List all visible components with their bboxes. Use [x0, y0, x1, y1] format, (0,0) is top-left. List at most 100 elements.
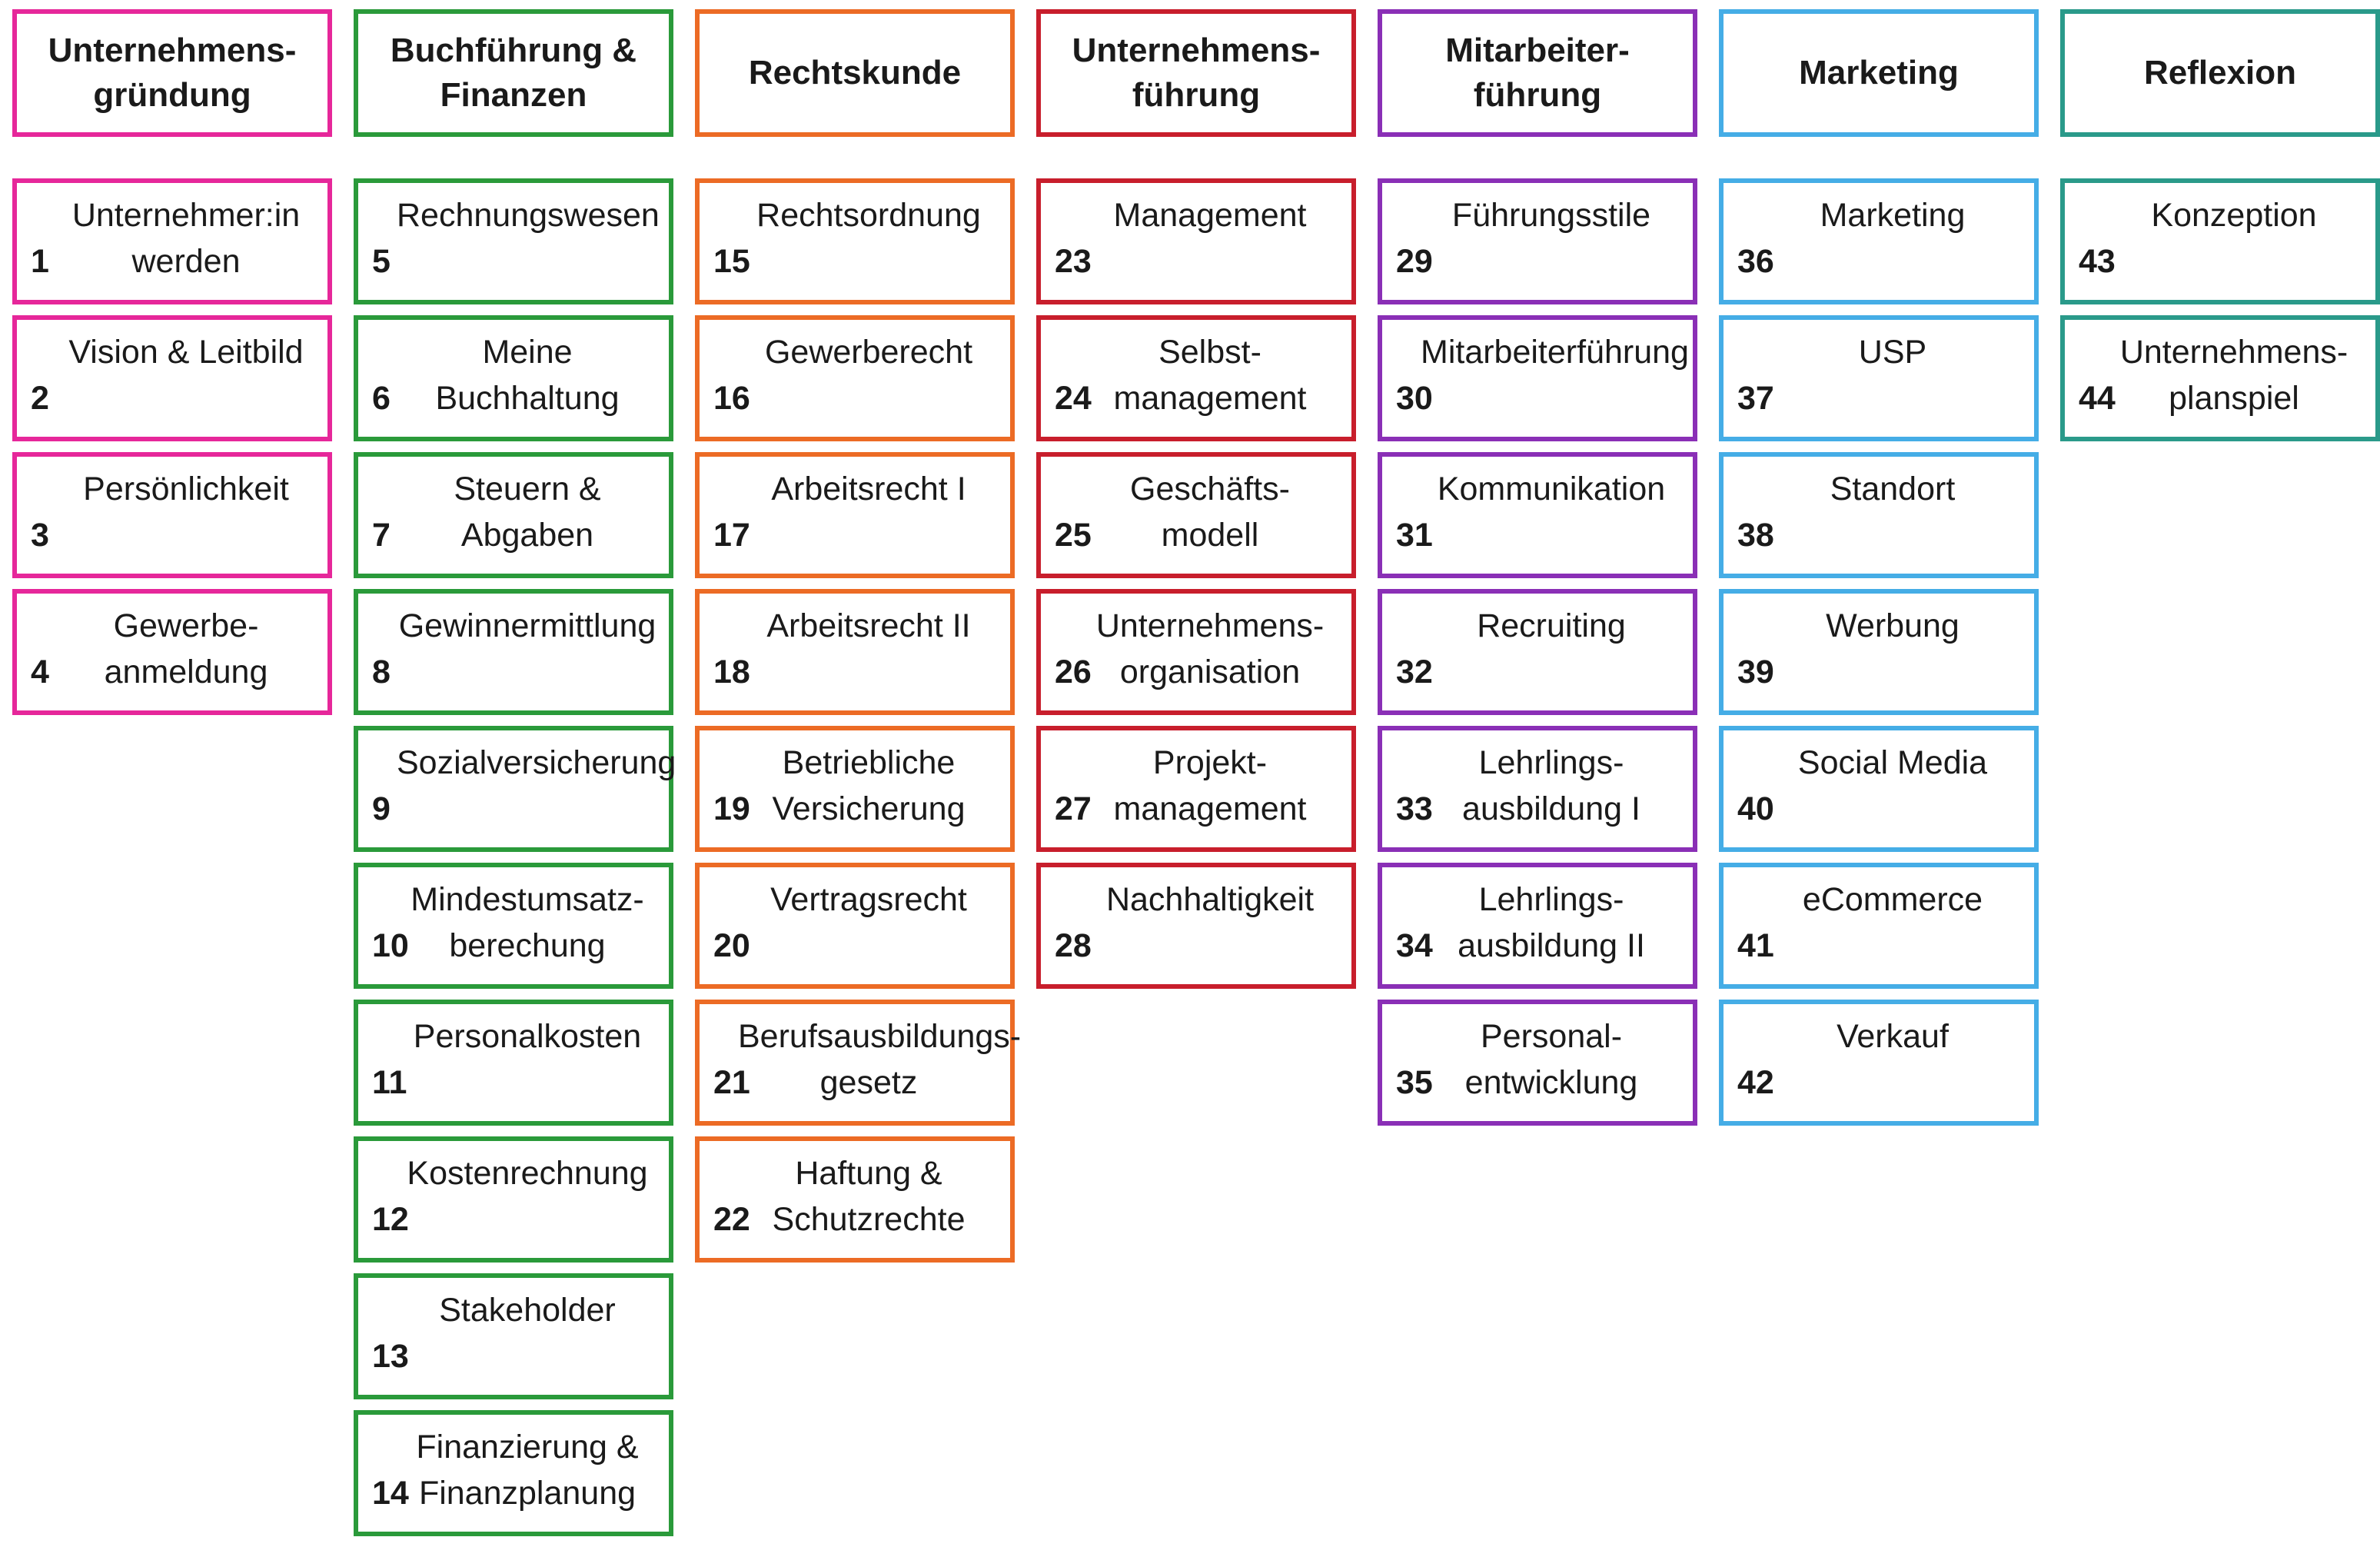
module-number: 40: [1737, 790, 1774, 827]
module-card: Meine Buchhaltung 6: [354, 315, 673, 441]
module-title: Berufsausbildungs- gesetz: [738, 1018, 1022, 1101]
module-title: Nachhaltigkeit: [1105, 881, 1315, 918]
module-title: Personalkosten: [413, 1018, 642, 1055]
module-number: 17: [713, 517, 750, 554]
module-number: 16: [713, 380, 750, 417]
module-title: Unternehmer:in werden: [71, 197, 301, 280]
module-number: 1: [31, 243, 49, 280]
module-title: Arbeitsrecht I: [771, 471, 966, 507]
module-number: 5: [372, 243, 391, 280]
module-number: 3: [31, 517, 49, 554]
module-number: 27: [1055, 790, 1092, 827]
module-number: 30: [1396, 380, 1433, 417]
module-title: Konzeption: [2151, 197, 2317, 234]
module-title: Werbung: [1826, 607, 1960, 644]
module-number: 9: [372, 790, 391, 827]
module-number: 32: [1396, 654, 1433, 690]
module-card: Personal- entwicklung 35: [1378, 1000, 1697, 1126]
module-number: 34: [1396, 927, 1433, 964]
module-number: 6: [372, 380, 391, 417]
module-title: Marketing: [1820, 197, 1966, 234]
module-title: Vertragsrecht: [770, 881, 967, 918]
module-title: USP: [1858, 334, 1927, 371]
module-title: Gewerberecht: [764, 334, 973, 371]
module-number: 24: [1055, 380, 1092, 417]
module-title: Kommunikation: [1437, 471, 1666, 507]
column-header: Unternehmens- führung: [1036, 9, 1356, 137]
column-header: Rechtskunde: [695, 9, 1015, 137]
module-number: 26: [1055, 654, 1092, 690]
module-title: Gewinnermittlung: [398, 607, 656, 644]
module-number: 7: [372, 517, 391, 554]
module-number: 29: [1396, 243, 1433, 280]
module-number: 11: [372, 1064, 407, 1101]
module-number: 4: [31, 654, 49, 690]
module-number: 22: [713, 1201, 750, 1238]
module-title: Persönlichkeit: [83, 471, 289, 507]
module-title: Personal- entwicklung: [1464, 1018, 1638, 1101]
module-number: 35: [1396, 1064, 1433, 1101]
module-number: 44: [2079, 380, 2116, 417]
module-number: 10: [372, 927, 409, 964]
module-number: 14: [372, 1475, 409, 1512]
module-title: Lehrlings- ausbildung I: [1462, 744, 1640, 827]
module-title: Sozialversicherung: [397, 744, 676, 781]
module-title: Management: [1113, 197, 1307, 234]
module-title: Projekt- management: [1113, 744, 1307, 827]
module-title: Recruiting: [1477, 607, 1626, 644]
module-number: 13: [372, 1338, 409, 1375]
module-title: Social Media: [1797, 744, 1988, 781]
module-card: Konzeption 43: [2060, 178, 2380, 304]
module-number: 38: [1737, 517, 1774, 554]
module-title: eCommerce: [1802, 881, 1983, 918]
module-number: 43: [2079, 243, 2116, 280]
column-header: Mitarbeiter- führung: [1378, 9, 1697, 137]
column-header: Buchführung & Finanzen: [354, 9, 673, 137]
module-card: Lehrlings- ausbildung I 33: [1378, 726, 1697, 852]
module-card: Recruiting 32: [1378, 589, 1697, 715]
module-card: Vision & Leitbild 2: [12, 315, 332, 441]
module-title: Steuern & Abgaben: [454, 471, 601, 554]
module-number: 18: [713, 654, 750, 690]
module-number: 2: [31, 380, 49, 417]
module-title: Mindestumsatz- berechung: [411, 881, 644, 964]
module-card: Gewerberecht 16: [695, 315, 1015, 441]
module-title: Haftung & Schutzrechte: [772, 1155, 966, 1238]
module-number: 19: [713, 790, 750, 827]
module-title: Vision & Leitbild: [68, 334, 304, 371]
module-card: Haftung & Schutzrechte 22: [695, 1136, 1015, 1263]
module-number: 33: [1396, 790, 1433, 827]
module-title: Meine Buchhaltung: [435, 334, 620, 417]
